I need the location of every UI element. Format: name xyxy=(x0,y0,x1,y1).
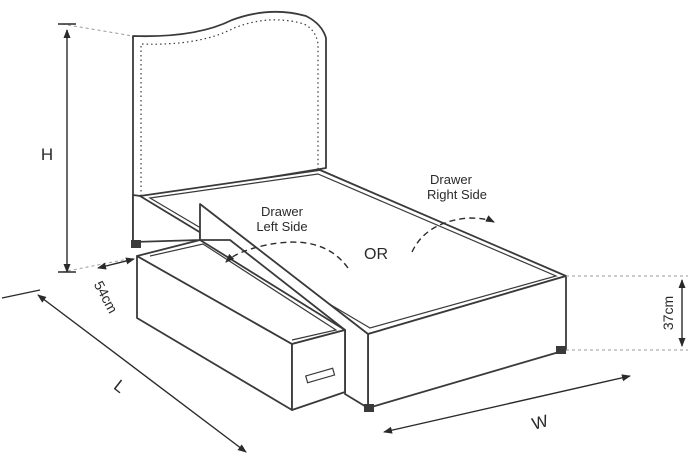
width-dimension-line xyxy=(383,374,631,434)
drawer-right-label-line1: Drawer xyxy=(430,172,473,187)
left-drawer-arrow xyxy=(225,241,349,269)
length-dimension-line xyxy=(37,294,247,453)
or-label: OR xyxy=(364,246,388,263)
width-label: W xyxy=(530,411,550,434)
drawer-inner-rim xyxy=(149,243,338,341)
headboard-stud-line xyxy=(140,19,319,196)
text-labels: H L 54cm W 37cm Drawer Left Side Drawer … xyxy=(41,145,676,434)
drawer-right-label-line2: Right Side xyxy=(427,187,487,202)
dimension-lines xyxy=(1,23,686,453)
drawer-depth-dimension-line xyxy=(97,257,135,270)
drawer-handle xyxy=(304,367,336,384)
height-label: H xyxy=(41,145,53,164)
drawer-direction-arrows xyxy=(225,215,495,269)
drawer-left-label-line1: Drawer xyxy=(261,204,304,219)
drawer-depth-label: 54cm xyxy=(91,278,121,316)
bed-illustration xyxy=(131,10,567,412)
headboard xyxy=(132,10,327,241)
length-label: L xyxy=(110,376,129,397)
drawer-left-label-line2: Left Side xyxy=(256,219,307,234)
leg-head-left xyxy=(131,240,141,248)
leg-foot-right xyxy=(556,346,566,354)
leg-foot-left xyxy=(364,404,374,412)
drawer-front xyxy=(291,329,346,411)
base-height-label: 37cm xyxy=(660,296,676,330)
